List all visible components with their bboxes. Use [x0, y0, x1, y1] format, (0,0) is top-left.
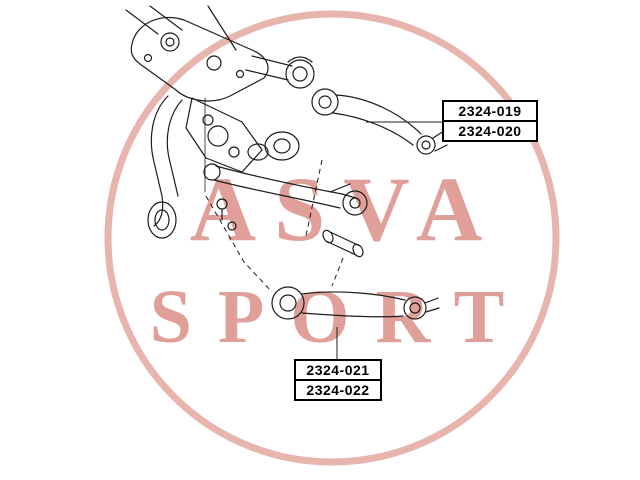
watermark: ASVA SPORT — [104, 10, 560, 466]
part-number-label-lower-2: 2324-022 — [294, 379, 382, 401]
part-number-label-upper-1: 2324-019 — [442, 100, 538, 122]
watermark-sport-text: SPORT — [150, 275, 531, 359]
part-number-label-upper-2: 2324-020 — [442, 120, 538, 142]
lower-control-arm-drawing — [271, 286, 440, 320]
watermark-brand-text: ASVA — [190, 158, 501, 260]
part-number-label-lower-1: 2324-021 — [294, 359, 382, 381]
leader-lines — [205, 121, 442, 359]
dashed-reference-lines — [205, 159, 344, 293]
upper-control-arm-drawing — [311, 88, 448, 155]
subframe-assembly-drawing — [125, 5, 368, 258]
watermark-ring — [104, 10, 560, 466]
